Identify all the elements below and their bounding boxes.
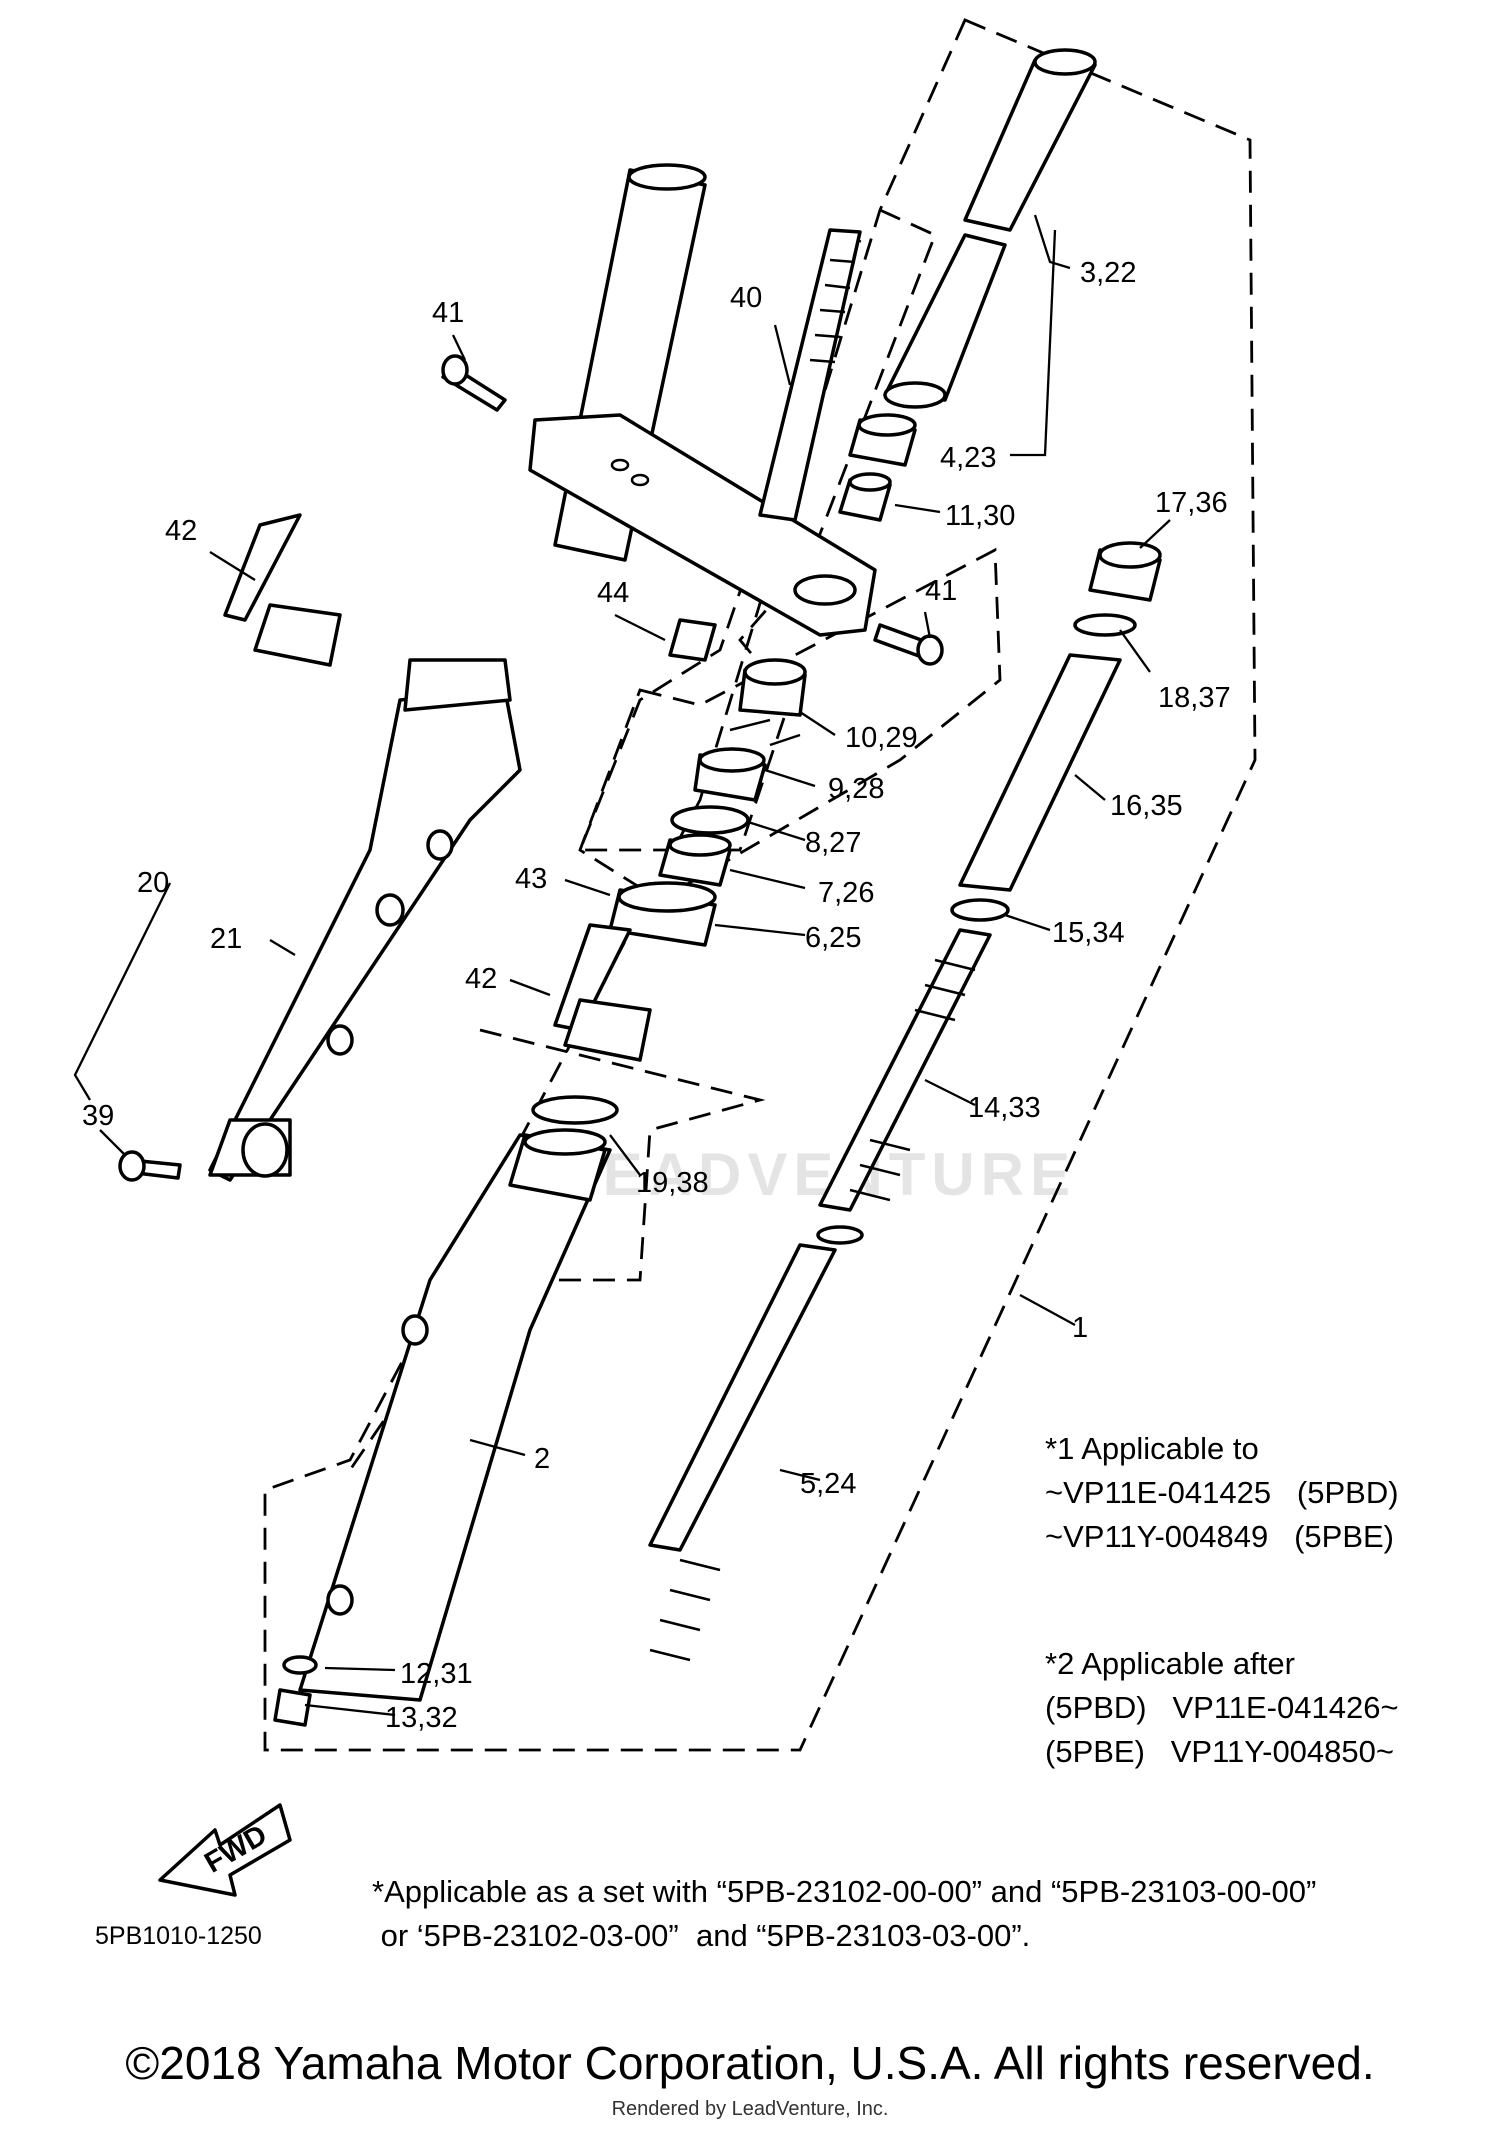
part-label: 41 bbox=[925, 575, 957, 607]
part-label: 13,32 bbox=[385, 1702, 458, 1734]
bolts bbox=[118, 354, 944, 1727]
under-bracket bbox=[528, 413, 877, 637]
rendered-by: Rendered by LeadVenture, Inc. bbox=[611, 2098, 889, 2120]
note-2: *2 Applicable after (5PBD) VP11E-041426~… bbox=[1045, 1646, 1399, 1769]
bushing bbox=[838, 413, 917, 522]
part-label: 19,38 bbox=[636, 1167, 709, 1199]
part-label: 17,36 bbox=[1155, 487, 1228, 519]
inner-tube-upper bbox=[883, 48, 1097, 409]
part-label: 12,31 bbox=[400, 1658, 473, 1690]
part-label: 40 bbox=[730, 282, 762, 314]
fork-protector bbox=[223, 513, 652, 1062]
steering-stem bbox=[758, 228, 862, 522]
part-labels: 3,22 40 41 4,23 11,30 42 17,36 44 41 18,… bbox=[82, 257, 1231, 1734]
part-label: 20 bbox=[137, 867, 169, 899]
part-label: 11,30 bbox=[945, 500, 1015, 532]
part-label: 8,27 bbox=[805, 827, 861, 859]
inner-tube-lower bbox=[958, 653, 1122, 892]
part-label: 1 bbox=[1072, 1312, 1088, 1344]
part-label: 41 bbox=[432, 297, 464, 329]
part-label: 10,29 bbox=[845, 722, 918, 754]
part-label: 15,34 bbox=[1052, 917, 1125, 949]
part-label: 21 bbox=[210, 923, 242, 955]
part-label: 39 bbox=[82, 1100, 114, 1132]
part-label: 2 bbox=[534, 1443, 550, 1475]
cap-bolt bbox=[1073, 541, 1162, 637]
part-label: 9,28 bbox=[828, 773, 884, 805]
watermark: LEADVENTURE bbox=[560, 1141, 1077, 1208]
part-label: 16,35 bbox=[1110, 790, 1183, 822]
leader-lines bbox=[73, 214, 1171, 1717]
part-label: 6,25 bbox=[805, 922, 861, 954]
fwd-arrow-icon: FWD bbox=[158, 1803, 292, 1897]
part-label: 42 bbox=[165, 515, 197, 547]
diagram-code: 5PB1010-1250 bbox=[95, 1922, 262, 1950]
oil-seal-group bbox=[531, 658, 807, 1125]
set-note: *Applicable as a set with “5PB-23102-00-… bbox=[372, 1874, 1317, 1953]
part-label: 43 bbox=[515, 863, 547, 895]
fork-spring bbox=[818, 928, 992, 1212]
part-label: 4,23 bbox=[940, 442, 996, 474]
note-1: *1 Applicable to ~VP11E-041425 (5PBD) ~V… bbox=[1045, 1431, 1399, 1554]
part-label: 44 bbox=[597, 577, 629, 609]
part-label: 5,24 bbox=[800, 1468, 856, 1500]
part-label: 3,22 bbox=[1080, 257, 1136, 289]
outer-tube-lower bbox=[298, 1128, 612, 1702]
part-label: 14,33 bbox=[968, 1092, 1041, 1124]
part-label: 42 bbox=[465, 963, 497, 995]
washer bbox=[950, 898, 1010, 922]
damper-rod bbox=[648, 1243, 837, 1662]
part-label: 18,37 bbox=[1158, 682, 1231, 714]
part-label: 7,26 bbox=[818, 877, 874, 909]
copyright: ©2018 Yamaha Motor Corporation, U.S.A. A… bbox=[125, 2037, 1375, 2089]
